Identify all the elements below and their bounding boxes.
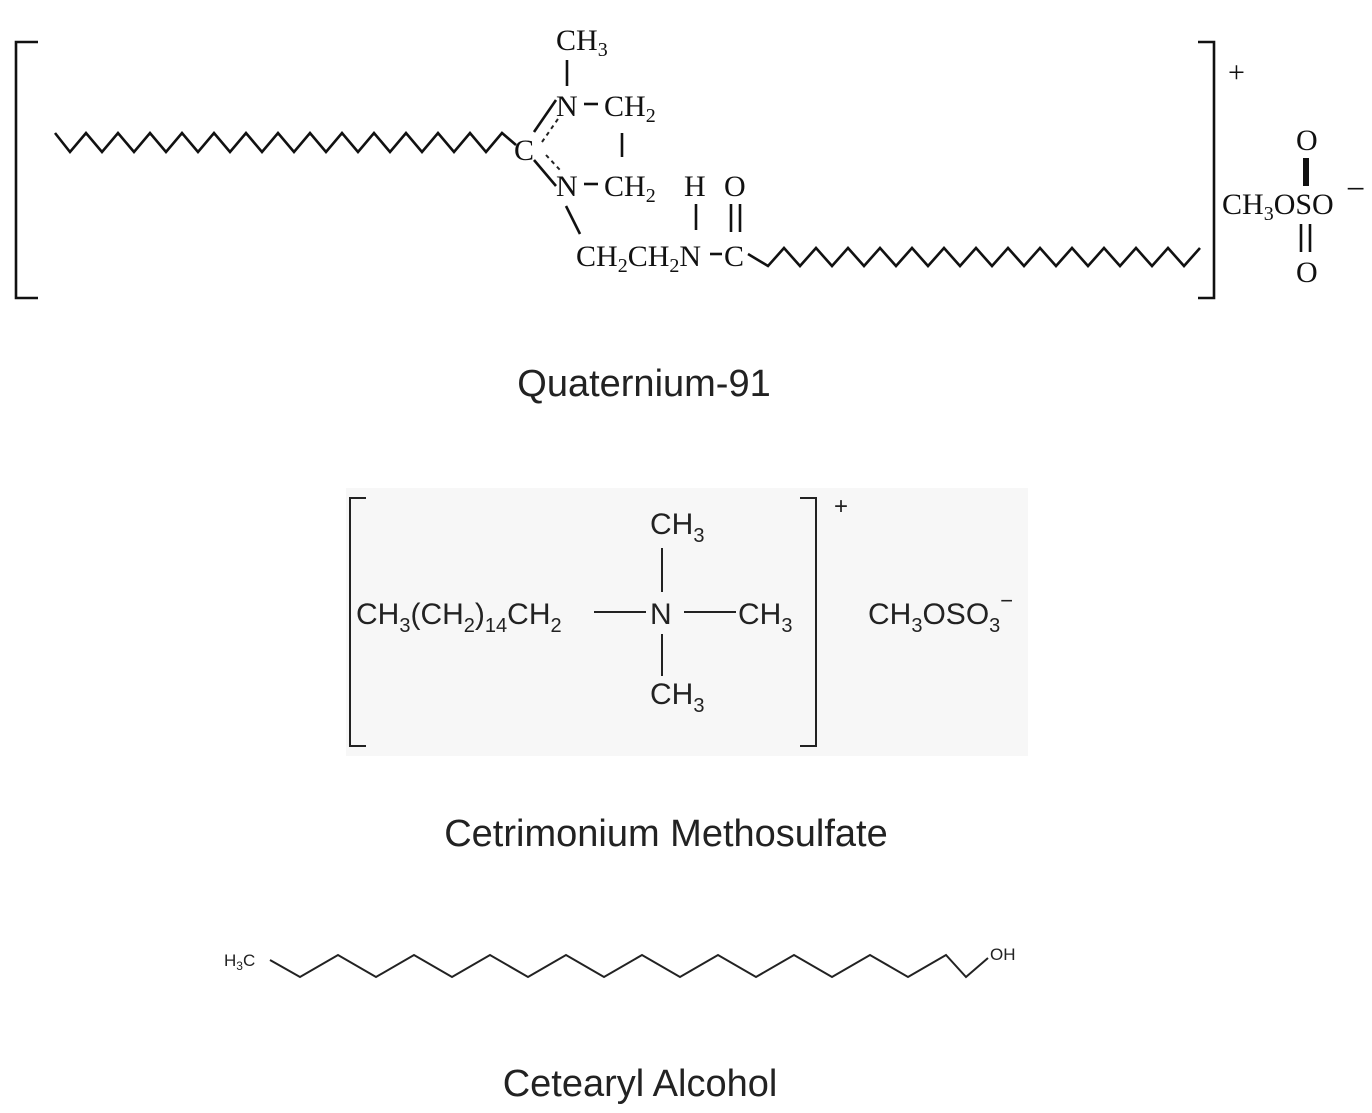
structure-background: [346, 488, 1028, 756]
cetearyl-alcohol-structure: H3C OH: [224, 945, 1016, 979]
ch3-bottom-label: CH3: [650, 678, 704, 717]
right-alkyl-chain: [747, 246, 1201, 268]
cetrimonium-caption: Cetrimonium Methosulfate: [444, 813, 888, 855]
h-label: H: [684, 170, 706, 203]
c-amide-label: C: [724, 240, 744, 273]
bond-n-ethyl: [564, 205, 582, 235]
right-bracket: [800, 497, 817, 747]
counterion-label: CH3OSO3−: [868, 588, 1013, 637]
ch3-top-label: CH3: [650, 508, 704, 547]
ch3-top-label: CH3: [556, 24, 608, 61]
quaternium-counterion: O CH3OSO − O: [1222, 124, 1365, 289]
cetearyl-alcohol-caption: Cetearyl Alcohol: [503, 1063, 778, 1105]
n-label: N: [650, 598, 672, 631]
cation-charge: +: [1228, 56, 1245, 89]
alkyl-chain-label: CH3(CH2)14CH2: [356, 598, 562, 637]
counterion-formula: CH3OSO: [1222, 188, 1334, 225]
cation-charge: +: [834, 493, 848, 520]
ch2-top-label: CH2: [604, 90, 656, 127]
right-bracket: [1198, 40, 1216, 300]
bond-c-n-top: [532, 99, 558, 133]
left-alkyl-chain: [53, 130, 517, 155]
left-bracket: [349, 497, 366, 747]
sulfonyl-o-top: O: [1296, 124, 1318, 157]
cetearyl-carbon-chain: [269, 953, 989, 979]
bond-c-n-bottom: [533, 159, 557, 187]
o-amide-label: O: [724, 170, 746, 203]
bond-c-n-bottom-dashed: [545, 154, 561, 171]
n-top-label: N: [556, 90, 578, 123]
quaternium-91-caption: Quaternium-91: [517, 363, 770, 405]
quaternium-91-structure: + CH3 N CH2 C N CH2 H O CH2CH2N C: [14, 24, 1365, 300]
ethyl-link-label: CH2CH2N: [576, 240, 701, 277]
cetrimonium-structure: + CH3 CH3(CH2)14CH2 N CH3 CH3 CH3OSO3−: [346, 488, 1028, 756]
n-bottom-label: N: [556, 170, 578, 203]
left-bracket: [14, 40, 38, 300]
sulfonyl-o-bottom: O: [1296, 256, 1318, 289]
ch3-right-label: CH3: [738, 598, 792, 637]
hydroxyl-label: OH: [990, 945, 1016, 964]
ch2-mid-label: CH2: [604, 170, 656, 207]
counterion-charge: −: [1346, 171, 1365, 208]
bond-c-n-top-dashed: [541, 115, 561, 143]
ring-c-label: C: [514, 134, 534, 167]
methyl-end-label: H3C: [224, 951, 255, 973]
